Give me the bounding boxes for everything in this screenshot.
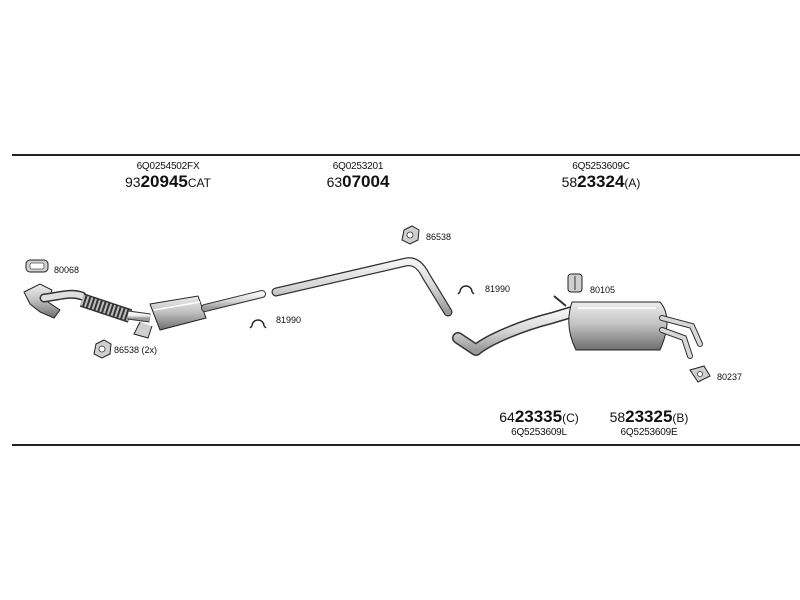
middle-pipe-oe-number: 6Q0253201	[332, 161, 384, 172]
ring-81990-b-icon	[457, 285, 475, 295]
gasket-86538-2x-icon	[93, 339, 112, 359]
rear-muffler-part-number: 5823324(A)	[561, 172, 641, 191]
part-86538-2x-label: 86538 (2x)	[114, 345, 158, 355]
muffler-variant-b-label: 5823325(B) 6Q5253609E	[604, 407, 694, 438]
clamp-80068-icon	[25, 259, 49, 273]
muffler-variant-b-part-number: 5823325(B)	[609, 407, 689, 426]
muffler-variant-c-part-number: 6423335(C)	[499, 407, 579, 426]
flex-pipe	[79, 293, 133, 323]
muffler-variant-c-oe-number: 6Q5253609L	[511, 427, 567, 438]
part-80068-label: 80068	[54, 265, 80, 275]
rear-muffler	[452, 295, 703, 359]
catalyst-label: 6Q0254502FX 9320945CAT	[120, 161, 216, 192]
muffler-variant-c-label: 6423335(C) 6Q5253609L	[494, 407, 584, 438]
top-divider	[12, 154, 800, 156]
part-81990-a-label: 81990	[276, 315, 302, 325]
middle-pipe-label: 6Q0253201 6307004	[318, 161, 398, 192]
part-81990-b-label: 81990	[485, 284, 511, 294]
middle-pipe	[271, 257, 453, 317]
part-80105-label: 80105	[590, 285, 616, 295]
ring-81990-a-icon	[249, 319, 267, 329]
rear-muffler-oe-number: 6Q5253609C	[572, 161, 630, 172]
rear-muffler-label: 6Q5253609C 5823324(A)	[558, 161, 644, 192]
middle-pipe-part-number: 6307004	[326, 172, 390, 191]
bottom-divider	[12, 444, 800, 446]
catalyst-assembly	[23, 283, 266, 339]
catalyst-oe-number: 6Q0254502FX	[136, 161, 200, 172]
catalyst-part-number: 9320945CAT	[125, 172, 211, 191]
hanger-80237-icon	[689, 365, 711, 383]
hanger-80105-icon	[567, 273, 583, 293]
gasket-86538-icon	[401, 225, 420, 245]
part-80237-label: 80237	[717, 372, 743, 382]
muffler-variant-b-oe-number: 6Q5253609E	[620, 427, 678, 438]
part-86538-label: 86538	[426, 232, 452, 242]
